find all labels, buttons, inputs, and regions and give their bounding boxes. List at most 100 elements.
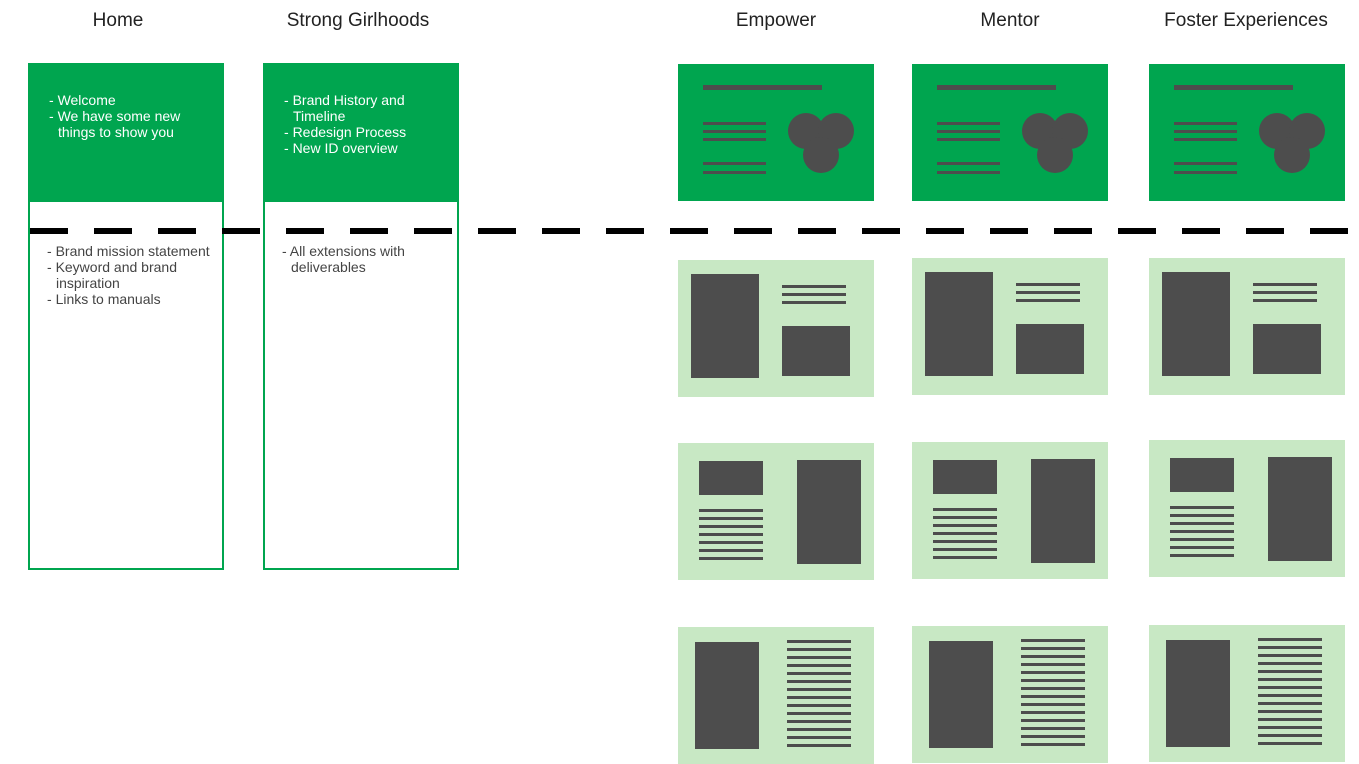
empower-layout-card-1 [678, 260, 874, 397]
text-line [1258, 638, 1322, 641]
text-line [1258, 646, 1322, 649]
text-line [1258, 686, 1322, 689]
text-line [703, 130, 766, 133]
list-item: We have some new things to show you [48, 108, 212, 140]
text-line [699, 557, 763, 560]
text-line [1258, 702, 1322, 705]
text-line [787, 680, 851, 683]
list-item: Redesign Process [283, 124, 447, 140]
text-line [937, 122, 1000, 125]
text-line [1021, 743, 1085, 746]
column-title-home: Home [92, 10, 144, 31]
text-line [1258, 742, 1322, 745]
column-title-empower: Empower [735, 10, 817, 31]
text-line [699, 533, 763, 536]
image-placeholder [1016, 324, 1084, 374]
text-line [1021, 679, 1085, 682]
title-placeholder [937, 85, 1056, 90]
text-line [937, 130, 1000, 133]
logo-placeholder-icon-part [1037, 137, 1073, 173]
text-line [699, 509, 763, 512]
text-line [699, 549, 763, 552]
text-line [1174, 162, 1237, 165]
text-line [933, 556, 997, 559]
text-line [703, 162, 766, 165]
text-line [937, 171, 1000, 174]
list-item: All extensions with deliverables [281, 243, 447, 275]
text-line [787, 688, 851, 691]
text-line [787, 656, 851, 659]
image-placeholder [1162, 272, 1230, 376]
image-placeholder [1170, 458, 1234, 492]
text-line [787, 712, 851, 715]
image-placeholder [695, 642, 759, 749]
text-line [699, 541, 763, 544]
text-line [1253, 299, 1317, 302]
text-line [787, 728, 851, 731]
text-line [1258, 670, 1322, 673]
text-line [1258, 734, 1322, 737]
text-line [787, 640, 851, 643]
text-line [1021, 687, 1085, 690]
text-line [782, 285, 846, 288]
text-line [1174, 138, 1237, 141]
text-line [1021, 695, 1085, 698]
image-placeholder [691, 274, 759, 378]
image-placeholder [782, 326, 850, 376]
text-line [703, 122, 766, 125]
foster-experiences-hero-card [1149, 64, 1345, 201]
text-line [1258, 710, 1322, 713]
logo-placeholder-icon-part [1274, 137, 1310, 173]
text-line [1021, 663, 1085, 666]
text-line [1170, 538, 1234, 541]
text-line [1021, 703, 1085, 706]
image-placeholder [1166, 640, 1230, 747]
text-line [933, 532, 997, 535]
fold-divider-line [30, 228, 1359, 234]
text-line [1021, 639, 1085, 642]
text-line [1258, 694, 1322, 697]
text-line [1021, 655, 1085, 658]
text-line [933, 548, 997, 551]
image-placeholder [1253, 324, 1321, 374]
list-item: Links to manuals [46, 291, 212, 307]
text-line [1170, 530, 1234, 533]
list-item: Brand mission statement [46, 243, 212, 259]
title-placeholder [703, 85, 822, 90]
empower-layout-card-2 [678, 443, 874, 580]
text-line [1258, 678, 1322, 681]
foster-layout-card-3 [1149, 625, 1345, 762]
text-line [787, 648, 851, 651]
column-title-foster-experiences: Foster Experiences [1164, 10, 1328, 31]
list-item: Brand History and Timeline [283, 92, 447, 124]
text-line [787, 720, 851, 723]
home-page-wireframe: Welcome We have some new things to show … [28, 63, 224, 570]
image-placeholder [797, 460, 861, 564]
image-placeholder [929, 641, 993, 748]
text-line [1174, 122, 1237, 125]
text-line [782, 301, 846, 304]
strong-girlhoods-top-list: Brand History and Timeline Redesign Proc… [283, 92, 447, 156]
home-bottom-list: Brand mission statement Keyword and bran… [46, 243, 212, 307]
strong-girlhoods-bottom-list: All extensions with deliverables [281, 243, 447, 275]
list-item: New ID overview [283, 140, 447, 156]
image-placeholder [1268, 457, 1332, 561]
text-line [1253, 291, 1317, 294]
foster-layout-card-2 [1149, 440, 1345, 577]
image-placeholder [1031, 459, 1095, 563]
text-line [787, 736, 851, 739]
text-line [703, 138, 766, 141]
text-line [933, 516, 997, 519]
text-line [1021, 727, 1085, 730]
text-line [937, 162, 1000, 165]
strong-girlhoods-page-wireframe: Brand History and Timeline Redesign Proc… [263, 63, 459, 570]
text-line [1174, 171, 1237, 174]
text-line [703, 171, 766, 174]
image-placeholder [933, 460, 997, 494]
text-line [1021, 719, 1085, 722]
text-line [782, 293, 846, 296]
text-line [787, 696, 851, 699]
foster-layout-card-1 [1149, 258, 1345, 395]
text-line [1258, 662, 1322, 665]
text-line [787, 704, 851, 707]
